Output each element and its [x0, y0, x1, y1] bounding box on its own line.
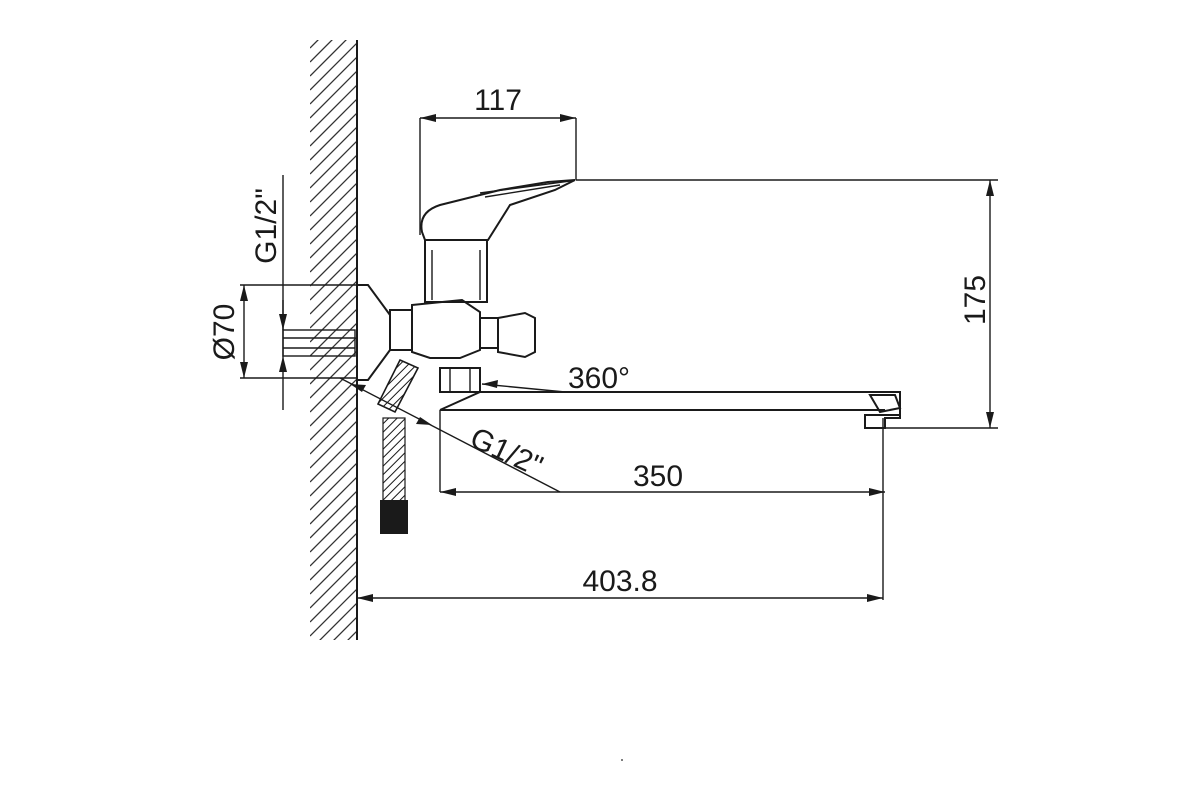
wall-hatch-line [310, 0, 360, 34]
wall-hatch-line [310, 477, 356, 525]
wall-hatch-line [310, 323, 356, 371]
wall-hatch-line [310, 43, 356, 91]
wall-hatch-line [310, 519, 356, 567]
wall-hatch-line [310, 547, 356, 595]
wall-hatch-line [310, 449, 356, 497]
wall-hatch-line [310, 40, 319, 49]
dimension-350 [440, 488, 885, 496]
wall-hatch-line [310, 225, 356, 273]
wall-flange [282, 284, 391, 410]
wall-hatch-line [310, 183, 356, 231]
wall-hatch-line [319, 603, 356, 640]
wall-hatch-line [310, 505, 356, 553]
wall-hatch-line [310, 127, 356, 175]
faucet-body [389, 179, 576, 393]
wall-hatch-line [310, 295, 356, 343]
dimension-175 [576, 179, 998, 429]
label-360: 360° [568, 362, 630, 395]
wall-hatch-line [310, 337, 356, 385]
wall-hatch-line [310, 561, 356, 609]
wall-hatch-line [310, 575, 356, 623]
wall-hatching [310, 0, 360, 706]
wall-hatch-line [310, 407, 356, 455]
wall-hatch-line [310, 642, 360, 692]
wall-hatch-line [310, 57, 356, 105]
wall-hatch-line [310, 40, 333, 63]
spout [439, 391, 902, 492]
label-175: 175 [959, 275, 992, 325]
wall-hatch-line [310, 211, 356, 259]
wall-hatch-line [310, 421, 356, 469]
wall-hatch-line [310, 656, 360, 706]
wall [310, 0, 360, 706]
dimension-wall-thread [279, 175, 287, 372]
wall-hatch-line [310, 169, 356, 217]
wall-hatch-line [310, 533, 356, 581]
wall-hatch-line [310, 155, 356, 203]
wall-hatch-line [310, 85, 356, 133]
wall-hatch-line [310, 113, 356, 161]
label-350: 350 [633, 460, 683, 493]
wall-hatch-line [310, 491, 356, 539]
wall-hatch-line [310, 40, 347, 77]
dimension-diameter-70 [240, 284, 357, 379]
wall-hatch-line [310, 197, 356, 245]
wall-hatch-line [310, 141, 356, 189]
wall-hatch-line [310, 0, 360, 20]
label-117: 117 [474, 84, 522, 117]
wall-hatch-line [347, 631, 356, 640]
dimension-hose-thread [339, 377, 561, 493]
label-wall-thread: G1/2" [250, 188, 283, 264]
wall-hatch-line [310, 393, 356, 441]
dimension-117 [419, 114, 577, 235]
label-flange-diameter: Ø70 [208, 304, 241, 361]
wall-hatch-line [310, 267, 356, 315]
wall-hatch-line [310, 379, 356, 427]
stray-dot [621, 759, 623, 761]
dimension-360 [481, 380, 566, 393]
wall-hatch-line [310, 365, 356, 413]
wall-hatch-line [310, 99, 356, 147]
wall-hatch-line [310, 435, 356, 483]
wall-hatch-line [310, 281, 356, 329]
dimension-403-8 [357, 418, 884, 602]
wall-hatch-line [310, 239, 356, 287]
wall-hatch-line [310, 589, 356, 637]
label-hose-thread: G1/2" [465, 421, 548, 483]
shower-hose [376, 358, 420, 534]
wall-hatch-line [310, 253, 356, 301]
wall-hatch-line [310, 463, 356, 511]
label-403-8: 403.8 [582, 565, 657, 598]
wall-hatch-line [310, 71, 356, 119]
wall-hatch-line [333, 617, 356, 640]
